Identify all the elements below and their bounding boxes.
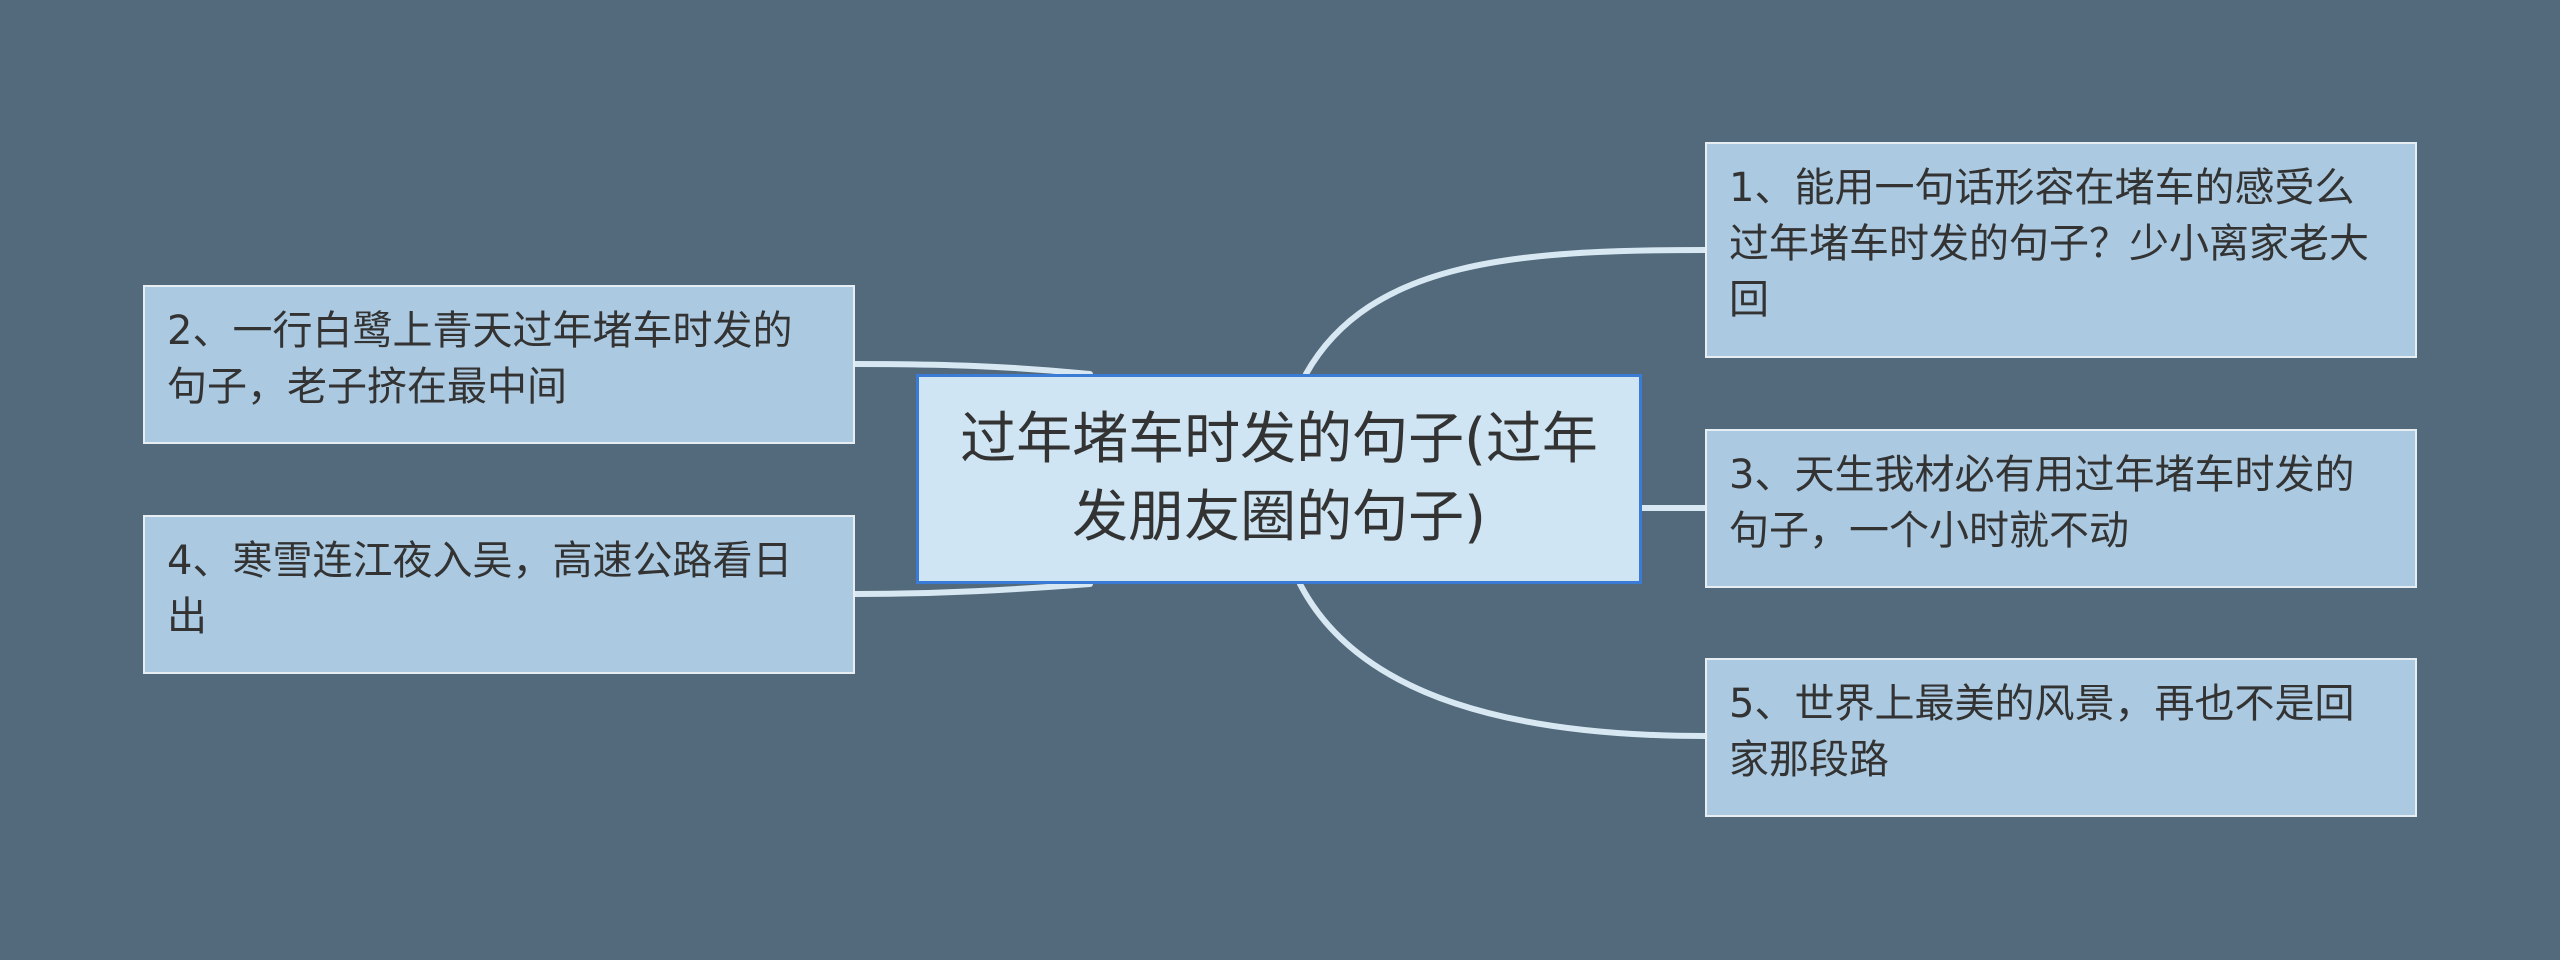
branch-node-1-label: 1、能用一句话形容在堵车的感受么过年堵车时发的句子？少小离家老大回 (1729, 165, 2369, 323)
branch-node-2-label: 2、一行白鹭上青天过年堵车时发的句子，老子挤在最中间 (167, 308, 793, 410)
central-topic[interactable]: 过年堵车时发的句子(过年发朋友圈的句子) (916, 374, 1642, 584)
central-topic-label: 过年堵车时发的句子(过年发朋友圈的句子) (960, 407, 1598, 550)
branch-node-2[interactable]: 2、一行白鹭上青天过年堵车时发的句子，老子挤在最中间 (143, 285, 855, 444)
branch-node-4-label: 4、寒雪连江夜入吴，高速公路看日出 (167, 538, 793, 640)
branch-node-4[interactable]: 4、寒雪连江夜入吴，高速公路看日出 (143, 515, 855, 674)
branch-node-5-label: 5、世界上最美的风景，再也不是回家那段路 (1729, 681, 2355, 783)
branch-node-3[interactable]: 3、天生我材必有用过年堵车时发的句子，一个小时就不动 (1705, 429, 2417, 588)
connector-branch-1 (1303, 247, 1708, 377)
connector-branch-4 (852, 581, 1093, 597)
connector-branch-2 (852, 361, 1093, 377)
branch-node-1[interactable]: 1、能用一句话形容在堵车的感受么过年堵车时发的句子？少小离家老大回 (1705, 142, 2417, 358)
branch-node-5[interactable]: 5、世界上最美的风景，再也不是回家那段路 (1705, 658, 2417, 817)
connector-branch-5 (1297, 581, 1708, 739)
branch-node-3-label: 3、天生我材必有用过年堵车时发的句子，一个小时就不动 (1729, 452, 2355, 554)
